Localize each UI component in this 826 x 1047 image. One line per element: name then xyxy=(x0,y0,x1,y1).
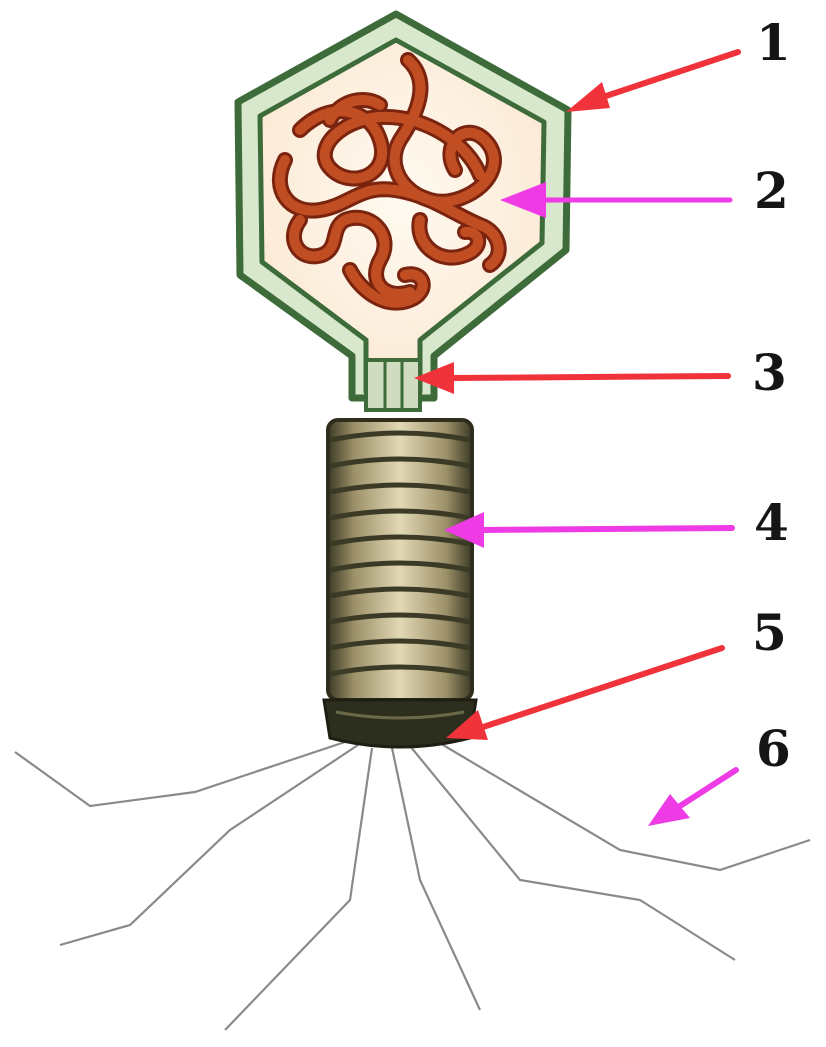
arrow-3 xyxy=(414,362,728,394)
arrow-2 xyxy=(500,182,730,218)
label-4: 4 xyxy=(754,493,789,552)
label-3: 3 xyxy=(752,343,787,402)
tail-fiber xyxy=(60,745,358,945)
tail-fiber xyxy=(225,748,372,1030)
label-5: 5 xyxy=(752,603,787,662)
base-plate xyxy=(324,700,476,747)
tail-fibers xyxy=(15,742,810,1030)
arrow-6 xyxy=(648,770,736,826)
tail-fiber xyxy=(392,748,480,1010)
arrow-4 xyxy=(444,512,732,548)
tail-fiber xyxy=(410,746,735,960)
tail-fiber xyxy=(15,742,345,806)
label-2: 2 xyxy=(754,161,789,220)
tail-fiber xyxy=(438,742,810,870)
number-labels: 1 2 3 4 5 6 xyxy=(752,13,791,778)
arrow-1 xyxy=(566,52,738,112)
collar-neck xyxy=(366,360,420,410)
label-6: 6 xyxy=(756,719,791,778)
label-1: 1 xyxy=(756,13,791,72)
tail-sheath xyxy=(328,420,472,700)
arrow-5 xyxy=(446,648,722,740)
